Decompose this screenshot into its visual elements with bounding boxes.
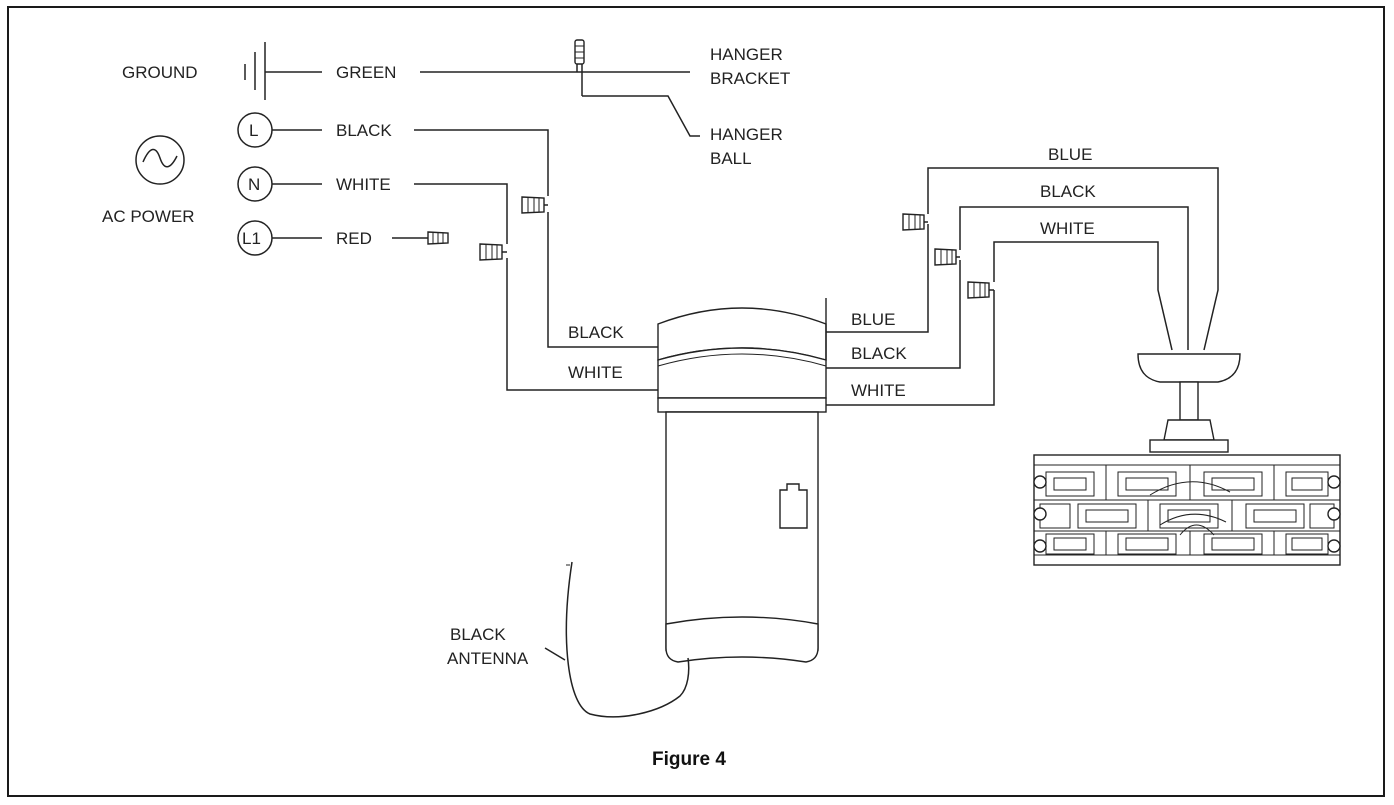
- hanger-ball-label-2: BALL: [710, 149, 752, 168]
- l1-symbol: L1: [242, 229, 261, 248]
- fan-white-wire-nut: [967, 281, 994, 299]
- line1-terminal: L1: [237, 220, 273, 256]
- supply-black-label: BLACK: [336, 121, 392, 140]
- supply-white-label: WHITE: [336, 175, 391, 194]
- receiver-in-black-wire: [547, 212, 658, 348]
- supply-black-wire: [414, 129, 549, 196]
- fan-blue-wire: [927, 167, 1219, 351]
- fan-black-wire-nut: [934, 248, 960, 266]
- fan-white-wire: [993, 241, 1173, 351]
- green-wire-label: GREEN: [336, 63, 396, 82]
- supply-red-label: RED: [336, 229, 372, 248]
- neutral-terminal: N: [237, 166, 273, 202]
- line-terminal: L: [237, 112, 273, 148]
- receiver-in-white-label: WHITE: [568, 363, 623, 382]
- ac-power-icon: [135, 135, 185, 185]
- receiver-unit: [657, 298, 827, 663]
- fan-blue-label: BLUE: [1048, 145, 1092, 164]
- receiver-in-white-wire: [506, 258, 658, 391]
- red-wire-cap: [427, 231, 449, 245]
- diagram-frame: [7, 6, 1385, 797]
- antenna-label: BLACK: [450, 625, 506, 644]
- ground-symbol: [244, 42, 266, 100]
- receiver-out-black-wire: [826, 260, 961, 369]
- receiver-out-blue-wire: [826, 224, 929, 333]
- fan-blue-wire-nut: [902, 213, 928, 231]
- hanger-ball-wire: [582, 95, 700, 137]
- receiver-out-white-wire: [826, 290, 995, 406]
- receiver-in-black-label: BLACK: [568, 323, 624, 342]
- supply-white-wire-nut: [479, 243, 507, 261]
- light-fixture: [1033, 353, 1341, 566]
- l-symbol: L: [249, 121, 258, 140]
- n-symbol: N: [248, 175, 260, 194]
- receiver-out-black-label: BLACK: [851, 344, 907, 363]
- hanger-wire-nut: [574, 39, 585, 96]
- antenna-label-2: ANTENNA: [447, 649, 529, 668]
- receiver-dip-switch: [779, 483, 808, 529]
- fan-black-wire: [959, 206, 1189, 350]
- ac-power-label: AC POWER: [102, 207, 195, 226]
- antenna-wire: [565, 561, 690, 718]
- fan-black-label: BLACK: [1040, 182, 1096, 201]
- hanger-bracket-label: HANGER: [710, 45, 783, 64]
- hanger-ball-label: HANGER: [710, 125, 783, 144]
- supply-white-wire: [414, 183, 508, 244]
- supply-black-wire-nut: [521, 196, 548, 214]
- hanger-bracket-label-2: BRACKET: [710, 69, 790, 88]
- fan-white-label: WHITE: [1040, 219, 1095, 238]
- ground-label: GROUND: [122, 63, 198, 82]
- figure-caption: Figure 4: [652, 749, 726, 770]
- receiver-out-blue-label: BLUE: [851, 310, 895, 329]
- receiver-out-white-label: WHITE: [851, 381, 906, 400]
